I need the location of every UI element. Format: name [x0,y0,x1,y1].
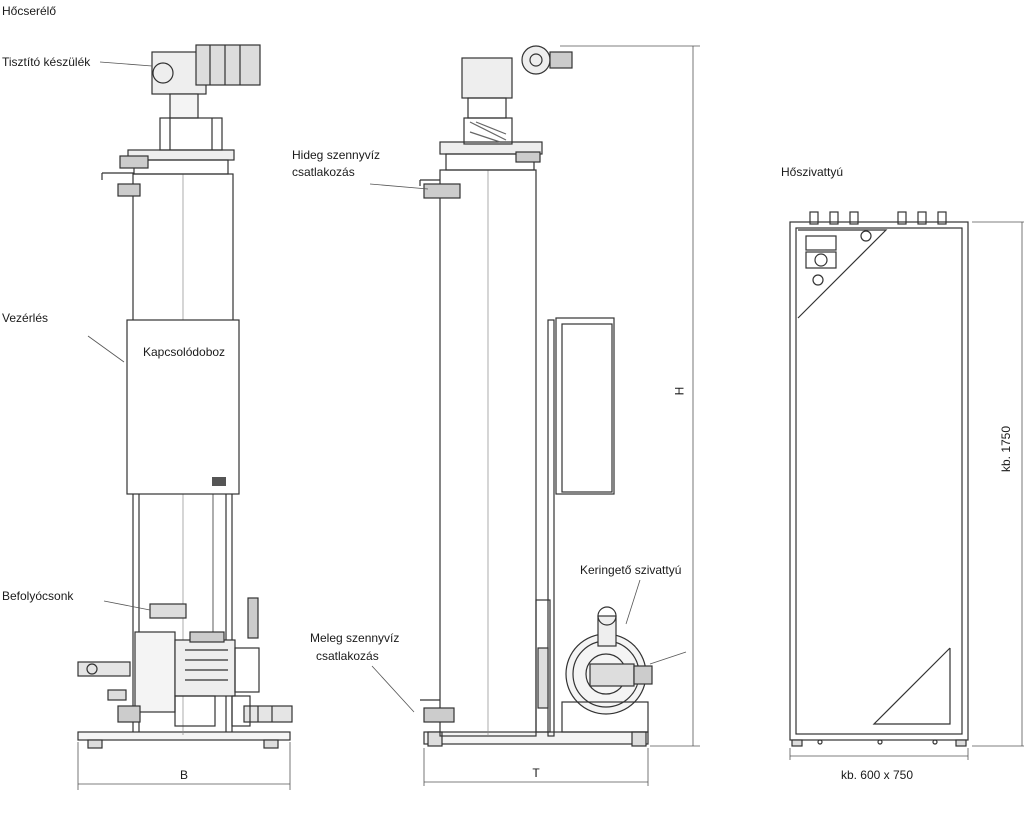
heat-pump-view [789,211,1024,760]
circulating-pump-label: Keringető szivattyú [580,563,682,577]
dimension-depth-label: T [532,766,540,780]
dimension-width-label: B [179,768,189,782]
front-view [77,44,293,790]
hot-connection-label-line1: Meleg szennyvíz [310,631,400,645]
cleaner-label: Tisztító készülék [2,55,91,69]
control-label: Vezérlés [2,311,49,325]
junction-box-label: Kapcsolódoboz [143,345,226,359]
cold-connection-label-line2: csatlakozás [292,165,355,179]
heat-pump-label: Hőszivattyú [781,165,844,179]
inlet-label: Befolyócsonk [2,589,74,603]
side-view [369,45,700,786]
hot-connection-label-line2: csatlakozás [316,649,379,663]
title-label: Hőcserélő [2,4,57,18]
dimension-height-label: H [672,386,687,396]
heat-pump-height-label: kb. 1750 [999,425,1014,473]
cold-connection-label-line1: Hideg szennyvíz [292,148,381,162]
heat-pump-footprint-label: kb. 600 x 750 [840,768,914,782]
